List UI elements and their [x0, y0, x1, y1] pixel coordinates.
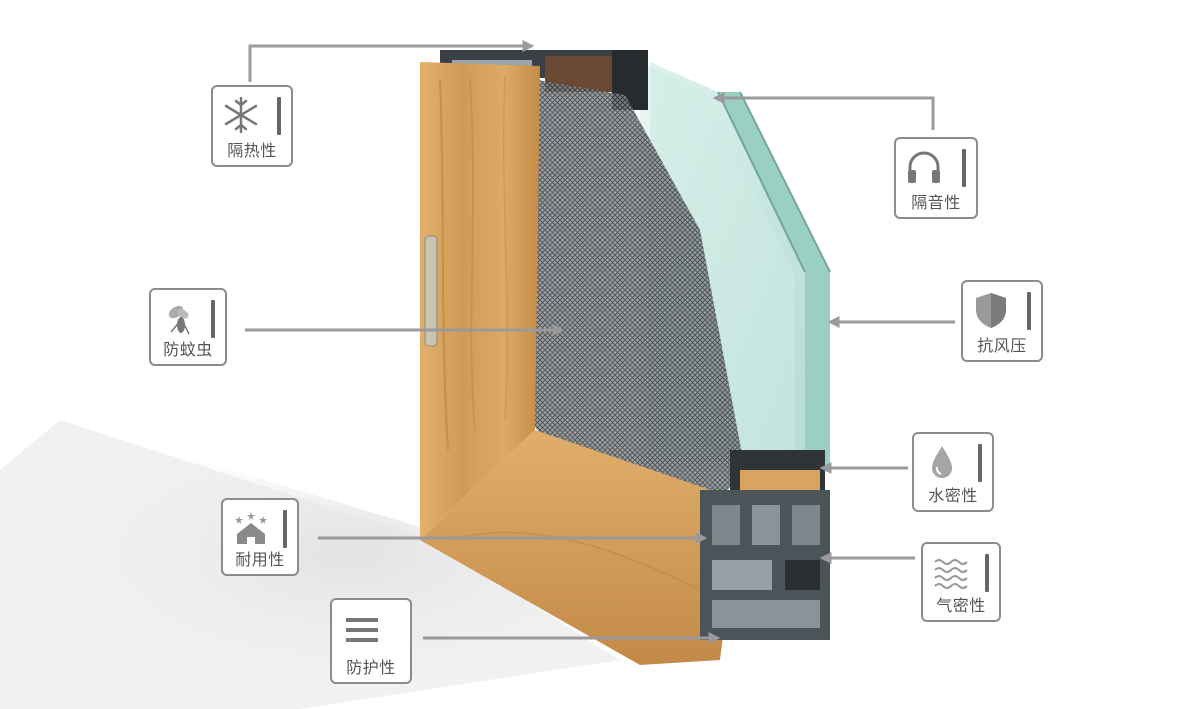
- menu-lines-icon: [346, 618, 378, 642]
- arrow-sound: [712, 92, 935, 130]
- badge-label: 耐用性: [235, 550, 285, 569]
- accent-bar: [211, 300, 215, 338]
- mosquito-icon: [168, 305, 190, 335]
- aluminum-profile-section: [700, 450, 830, 640]
- water-drop-icon: [932, 446, 952, 478]
- badge-label: 隔音性: [911, 193, 961, 212]
- badge-wind-pressure: 抗风压: [961, 280, 1043, 362]
- accent-bar: [962, 149, 966, 187]
- accent-bar: [283, 510, 287, 548]
- badge-protection: 防护性: [330, 598, 412, 684]
- accent-bar: [978, 444, 982, 482]
- air-waves-icon: [934, 559, 968, 589]
- accent-bar: [277, 97, 281, 135]
- house-stars-icon: [235, 512, 267, 544]
- shield-icon: [976, 293, 1006, 328]
- mosquito-mesh: [530, 80, 745, 510]
- badge-label: 防蚊虫: [163, 340, 213, 359]
- badge-label: 隔热性: [227, 141, 277, 160]
- badge-label: 气密性: [936, 596, 986, 615]
- badge-label: 抗风压: [977, 336, 1027, 355]
- accent-bar: [985, 554, 989, 592]
- badge-thermal-insulation: 隔热性: [211, 85, 293, 167]
- headphones-icon: [908, 151, 940, 183]
- arrow-thermal: [248, 40, 535, 82]
- snowflake-icon: [224, 96, 258, 134]
- wood-frame-vertical: [420, 62, 540, 540]
- badge-durability: 耐用性: [221, 498, 299, 576]
- badge-label: 防护性: [346, 658, 396, 677]
- badge-label: 水密性: [928, 486, 978, 505]
- badge-water-tightness: 水密性: [912, 432, 994, 512]
- badge-air-tightness: 气密性: [921, 542, 1001, 622]
- accent-bar: [1027, 292, 1031, 330]
- badge-mosquito-proof: 防蚊虫: [149, 288, 227, 366]
- badge-sound-insulation: 隔音性: [894, 137, 978, 219]
- connector-arrows: [245, 40, 955, 644]
